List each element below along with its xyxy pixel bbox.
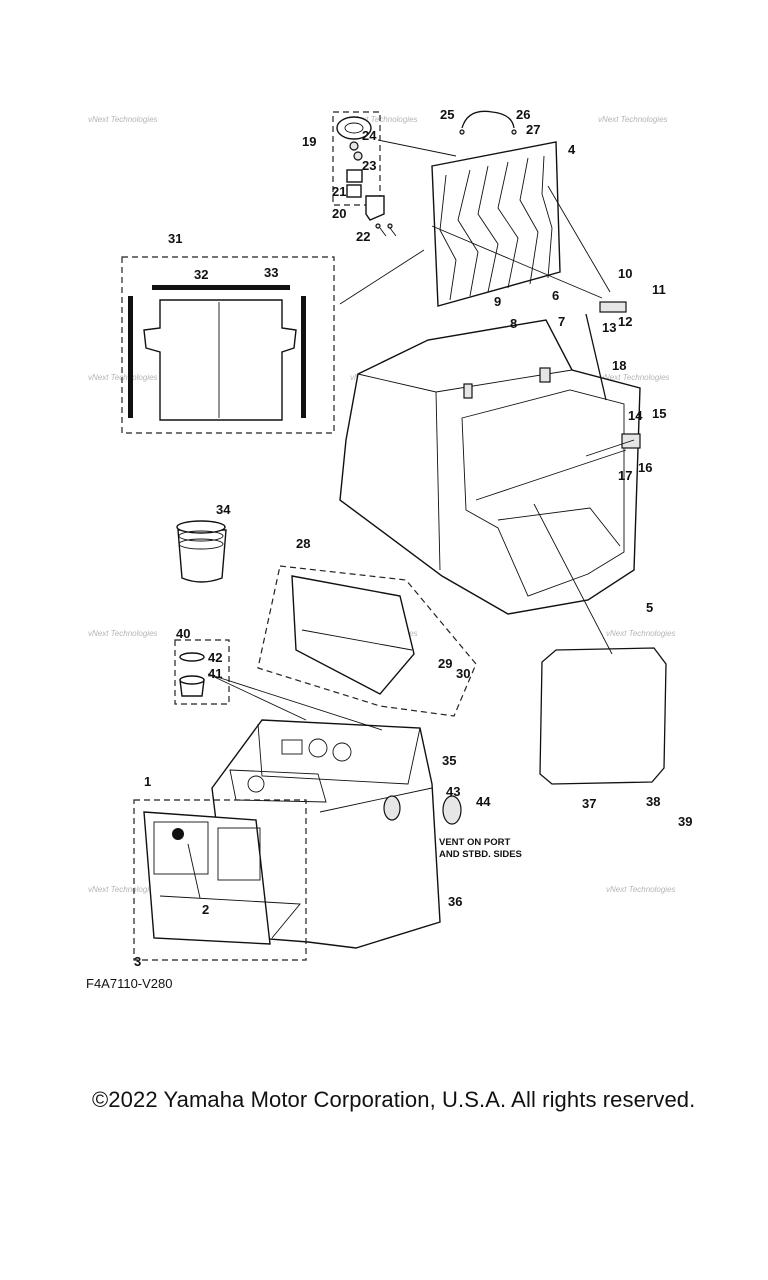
callout-18: 18 (612, 358, 626, 373)
callout-2: 2 (202, 902, 209, 917)
vent-note-line1: VENT ON PORT (439, 837, 510, 848)
callout-4: 4 (568, 142, 576, 157)
callout-42: 42 (208, 650, 222, 665)
callout-numbers: 1 2 3 4 5 6 7 8 9 10 11 12 13 14 15 16 1… (134, 107, 692, 969)
callout-9: 9 (494, 294, 501, 309)
watermark: vNext Technologies (88, 373, 158, 382)
callout-40: 40 (176, 626, 190, 641)
callout-34: 34 (216, 502, 231, 517)
seat-cushion-group (121, 256, 335, 434)
leader-lines (187, 139, 635, 899)
callout-15: 15 (652, 406, 666, 421)
callout-10: 10 (618, 266, 632, 281)
callout-35: 35 (442, 753, 456, 768)
watermark: vNext Technologies (88, 629, 158, 638)
watermark: vNext Technologies (600, 373, 670, 382)
hinge-assembly (332, 111, 397, 237)
console-shroud (339, 319, 641, 615)
watermark: vNext Technologies (348, 115, 418, 124)
callout-44: 44 (476, 794, 491, 809)
callout-21: 21 (332, 184, 346, 199)
callout-16: 16 (638, 460, 652, 475)
cup-holder (174, 639, 230, 705)
callout-28: 28 (296, 536, 310, 551)
callout-29: 29 (438, 656, 452, 671)
callout-26: 26 (516, 107, 530, 122)
vent-note-line2: AND STBD. SIDES (439, 849, 522, 860)
copyright-notice: ©2022 Yamaha Motor Corporation, U.S.A. A… (92, 1087, 696, 1112)
callout-39: 39 (678, 814, 692, 829)
callout-25: 25 (440, 107, 454, 122)
callout-33: 33 (264, 265, 278, 280)
callout-19: 19 (302, 134, 316, 149)
callout-20: 20 (332, 206, 346, 221)
callout-30: 30 (456, 666, 470, 681)
callout-1: 1 (144, 774, 151, 789)
callout-37: 37 (582, 796, 596, 811)
gas-strut (585, 301, 641, 449)
callout-41: 41 (208, 666, 222, 681)
watermark: vNext Technologies (606, 629, 676, 638)
callout-3: 3 (134, 954, 141, 969)
callout-27: 27 (526, 122, 540, 137)
callout-6: 6 (552, 288, 559, 303)
callout-24: 24 (362, 128, 377, 143)
callout-5: 5 (646, 600, 653, 615)
trim-ring (539, 647, 667, 785)
watermark: vNext Technologies (88, 885, 158, 894)
callout-31: 31 (168, 231, 182, 246)
watermark: vNext Technologies (598, 115, 668, 124)
callout-11: 11 (652, 282, 666, 297)
callout-17: 17 (618, 468, 632, 483)
callout-38: 38 (646, 794, 660, 809)
hatch-lid (431, 141, 561, 307)
callout-7: 7 (558, 314, 565, 329)
callout-13: 13 (602, 320, 616, 335)
diagram-code: F4A7110-V280 (86, 976, 173, 991)
watermark: vNext Technologies (606, 885, 676, 894)
callout-36: 36 (448, 894, 462, 909)
callout-8: 8 (510, 316, 517, 331)
bucket (176, 520, 227, 583)
callout-32: 32 (194, 267, 208, 282)
callout-23: 23 (362, 158, 376, 173)
windshield-panel (257, 565, 477, 717)
callout-43: 43 (446, 784, 460, 799)
hatch-door-group (133, 799, 307, 961)
callout-14: 14 (628, 408, 643, 423)
grab-handle (459, 110, 517, 135)
callout-12: 12 (618, 314, 632, 329)
watermark: vNext Technologies (88, 115, 158, 124)
callout-22: 22 (356, 229, 370, 244)
vent (442, 795, 462, 825)
